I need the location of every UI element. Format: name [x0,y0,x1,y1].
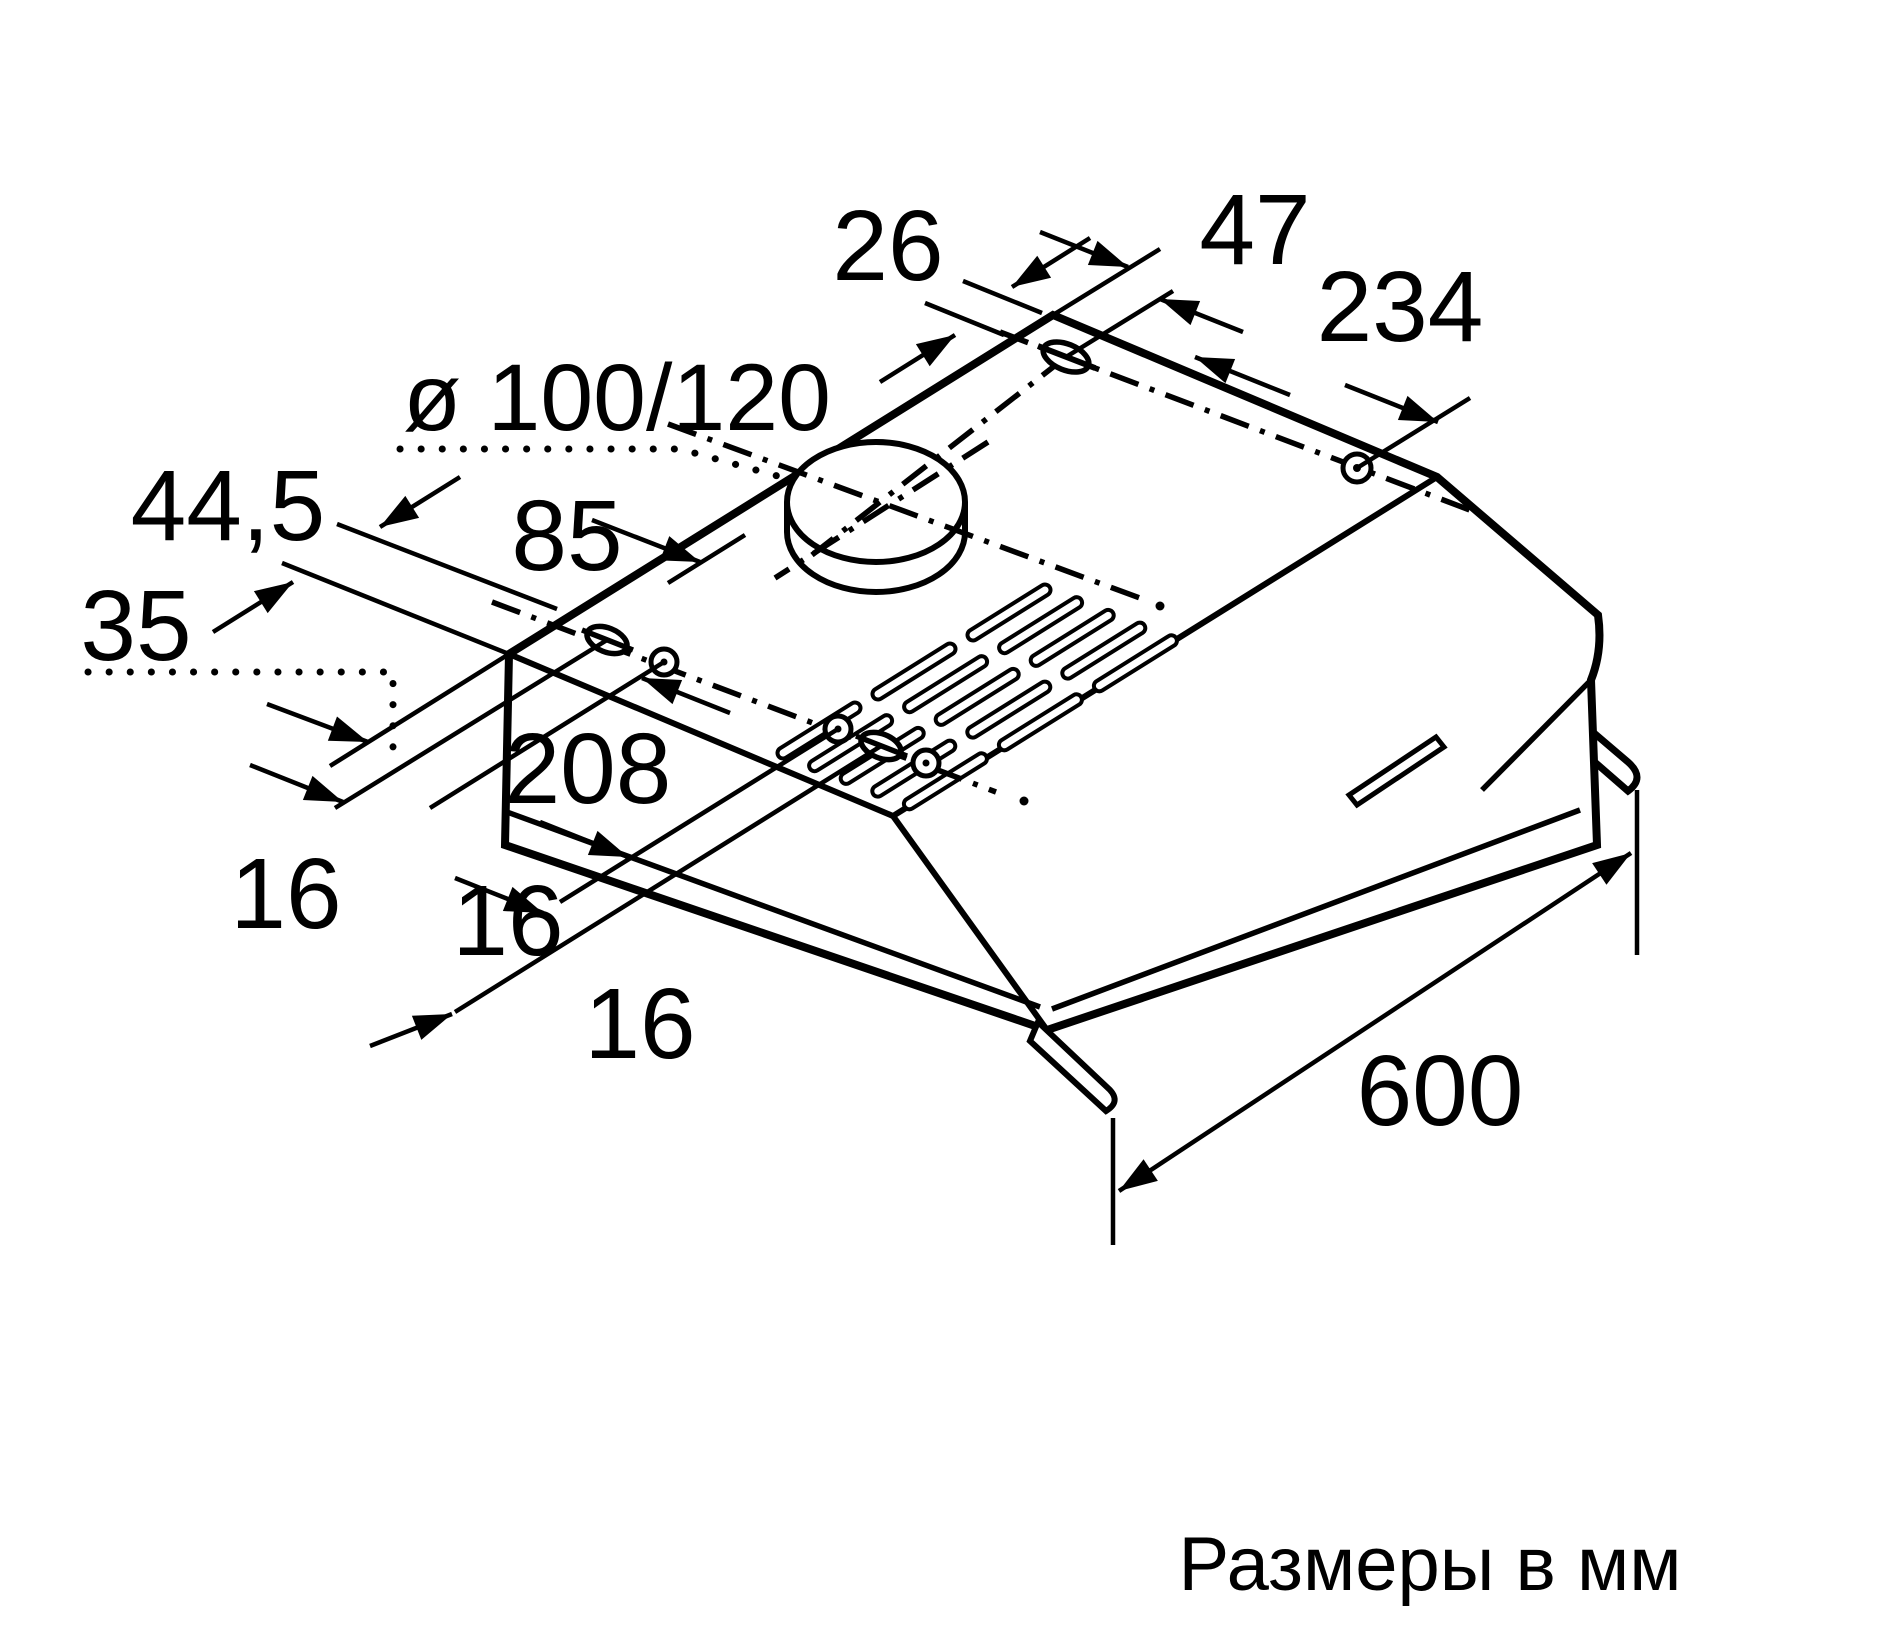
extension-lines [281,247,1640,1245]
vent-slat-inner [1001,599,1081,652]
dimension-label-16-bottom: 16 [584,968,695,1080]
dim-16-left-arrow-head [302,775,343,802]
dim-26-arrow-lower-head [915,335,955,367]
vent-slat-inner [905,755,985,808]
tick-26-a [962,278,1043,316]
front-crease [890,814,1050,1032]
front-foot [1026,1016,1118,1115]
tick-47-a [1051,247,1162,317]
vent-slat-inner [1032,611,1112,664]
dim-600-head [1592,853,1631,885]
ext-front-corner [328,652,511,768]
dim-47-arrow-right-head [1160,299,1201,326]
tick-47-b [1064,289,1175,359]
centerline-end-dot [1019,796,1029,806]
dimension-label-35: 35 [80,570,191,682]
vent-slat-inner [874,645,954,698]
vent-slat-inner [1064,624,1144,677]
rear-hole-depth-centerline [810,354,1068,558]
tick-44-5-a [336,521,558,612]
ext-screw-4 [453,744,883,1014]
dim-234-arrow-right-head [1397,395,1438,422]
vent-slat-inner [969,683,1049,736]
dim-26-arrow-upper-head [1012,255,1052,287]
duct-width-centerline [667,421,1149,604]
dim-208-arrow-right-head [587,830,628,857]
units-caption: Размеры в мм [1179,1522,1682,1607]
dim-85-arrow-head [659,536,700,562]
dim-16-bottom-arrow-head [411,1014,452,1040]
dim-44-5-arrow-upper-head [380,495,420,527]
ext-screw-1 [333,638,609,810]
dimension-label-85: 85 [511,480,622,592]
vent-slat-inner [937,670,1017,723]
dimension-label-234: 234 [1317,251,1484,363]
screw-hole-center [922,759,930,767]
dim-44-5-arrow-lower-head [253,582,293,614]
duct-depth-centerline [773,439,990,581]
centerline-end-dot [1155,601,1165,611]
diameter-leader [396,445,796,484]
dimension-label-600: 600 [1357,1035,1524,1147]
dim-47-arrow-left-head [1087,240,1128,267]
dimension-label-16-left: 16 [230,838,341,950]
dimension-label-44-5: 44,5 [131,450,326,562]
dim-600-line [1117,851,1633,1193]
tick-44-5-b [281,560,510,657]
dimension-label-duct-diameter: ø 100/120 [403,345,831,451]
right-end-crease [1480,678,1593,792]
ext-screw-2 [428,660,666,810]
tick-85 [666,533,747,585]
vent-slat-inner [811,717,891,770]
vent-slat-inner [1095,637,1175,690]
vent-slat-inner [906,658,986,711]
vent-slat-inner [1000,696,1080,749]
dim-234-arrow-left-head [1195,357,1236,384]
filter-band-edge-right [1051,807,1581,1012]
keyhole-slot [854,733,909,759]
handle-slot [1345,733,1448,809]
vent-slat-inner [969,586,1049,639]
dimension-arrows [211,229,1633,1193]
dim-600-head [1119,1159,1158,1191]
dim-208-arrow-left-head [642,678,683,705]
duct-collar-bottom [784,502,968,595]
tick-234 [1355,396,1472,470]
dimension-label-208: 208 [505,713,672,825]
dim-35-arrow-head [327,716,368,742]
dim-16-mid-arrow-head [502,886,543,913]
dimension-label-16-mid: 16 [452,865,563,977]
dimension-label-26: 26 [832,190,943,302]
ext-screw-3 [558,727,840,904]
tick-26-b [924,300,1005,338]
keyhole-slot [580,627,635,653]
hood-body [500,310,1604,1115]
dimension-label-47: 47 [1199,174,1310,286]
